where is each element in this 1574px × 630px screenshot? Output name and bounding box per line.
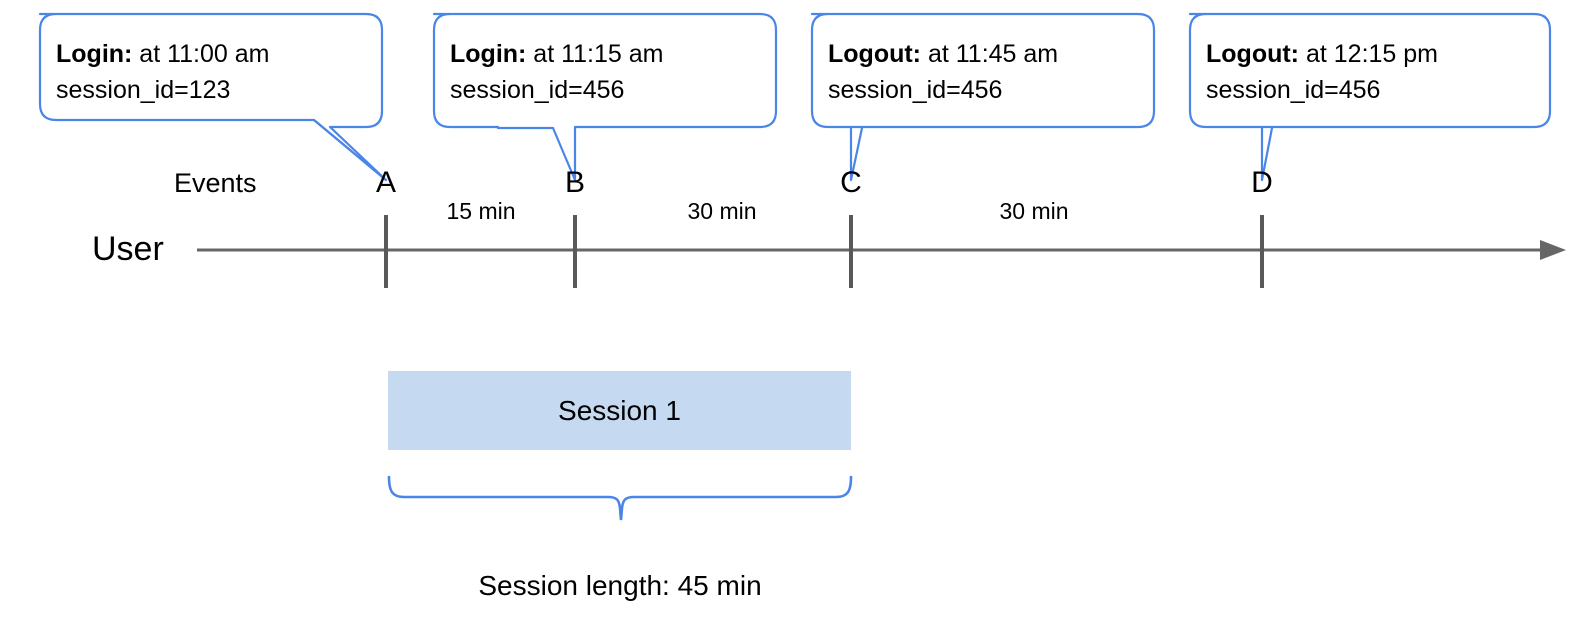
callout-b-lead: Login:	[450, 40, 527, 68]
callout-c-line2: session_id=456	[828, 76, 1003, 104]
marker-label-d: D	[1251, 166, 1273, 199]
session-bar[interactable]: Session 1	[388, 371, 851, 450]
session-length-caption: Session length: 45 min	[478, 570, 762, 601]
callout-a-rest: at 11:00 am	[132, 40, 270, 68]
timeline-arrowhead	[1540, 240, 1566, 260]
callout-c-rest: at 11:45 am	[921, 40, 1059, 68]
marker-label-c: C	[840, 166, 862, 199]
callout-d-line2: session_id=456	[1206, 76, 1381, 104]
callout-a-tail-accent	[313, 119, 387, 181]
callout-d-rest: at 12:15 pm	[1299, 40, 1438, 68]
session-brace	[387, 475, 853, 521]
session-bar-label: Session 1	[558, 394, 681, 426]
interval-label-c-d: 30 min	[999, 198, 1069, 224]
callout-a-text: Login: at 11:00 am session_id=123	[56, 36, 269, 108]
lane-title-events: Events	[174, 168, 257, 198]
callout-a-line2: session_id=123	[56, 76, 231, 104]
callout-c-lead: Logout:	[828, 40, 922, 68]
callout-d-lead: Logout:	[1206, 40, 1300, 68]
lane-title-user: User	[92, 230, 164, 268]
interval-label-b-c: 30 min	[687, 198, 757, 224]
callout-b-rest: at 11:15 am	[526, 40, 664, 68]
callout-b-shape	[432, 12, 778, 182]
callout-b-line1: Login: at 11:15 am	[450, 36, 663, 72]
callout-b-text: Login: at 11:15 am session_id=456	[450, 36, 663, 108]
callout-d-line1: Logout: at 12:15 pm	[1206, 36, 1438, 72]
callout-d-shape	[1188, 12, 1552, 182]
callout-c-line1: Logout: at 11:45 am	[828, 36, 1058, 72]
marker-label-b: B	[564, 166, 586, 199]
callout-b-line2: session_id=456	[450, 76, 625, 104]
marker-label-a: A	[375, 166, 397, 199]
callout-d-text: Logout: at 12:15 pm session_id=456	[1206, 36, 1438, 108]
callout-a-lead: Login:	[56, 40, 133, 68]
interval-label-a-b: 15 min	[446, 198, 516, 224]
callout-c-shape	[810, 12, 1156, 182]
callout-c-text: Logout: at 11:45 am session_id=456	[828, 36, 1058, 108]
callout-a-line1: Login: at 11:00 am	[56, 36, 269, 72]
